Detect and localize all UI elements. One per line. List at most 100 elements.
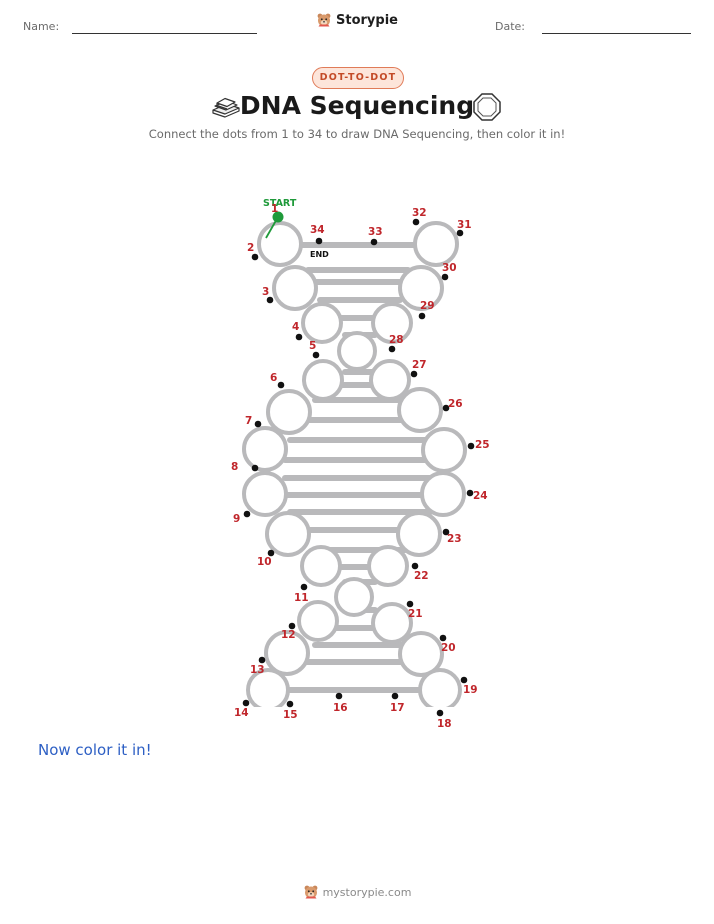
brand-logo: Storypie <box>0 12 714 33</box>
dot-marker[interactable] <box>388 345 396 353</box>
dot-number: 1 <box>271 203 278 215</box>
dot-number: 9 <box>233 513 240 525</box>
dot-marker[interactable] <box>258 656 266 664</box>
dot-23[interactable]: 23 <box>442 528 462 545</box>
dot-34[interactable]: 34 <box>310 224 325 245</box>
dot-marker[interactable] <box>411 562 419 570</box>
dot-22[interactable]: 22 <box>411 562 429 582</box>
dot-11[interactable]: 11 <box>294 583 309 604</box>
dot-marker[interactable] <box>300 583 308 591</box>
dot-28[interactable]: 28 <box>388 334 404 353</box>
dot-8[interactable]: 8 <box>231 461 259 473</box>
dot-marker[interactable] <box>460 676 468 684</box>
dot-number: 34 <box>310 224 325 236</box>
dot-31[interactable]: 31 <box>456 219 472 237</box>
dot-14[interactable]: 14 <box>234 699 250 719</box>
dot-number: 28 <box>389 334 404 346</box>
dot-number: 26 <box>448 398 463 410</box>
dot-10[interactable]: 10 <box>257 549 275 568</box>
dot-number: 30 <box>442 262 457 274</box>
dna-helix-outline <box>240 221 480 719</box>
dot-marker[interactable] <box>242 699 250 707</box>
dot-32[interactable]: 32 <box>412 207 427 226</box>
dot-9[interactable]: 9 <box>233 510 251 525</box>
dot-marker[interactable] <box>266 296 274 304</box>
dot-number: 22 <box>414 570 429 582</box>
bear-mascot-icon <box>304 885 317 899</box>
instructions: Connect the dots from 1 to 34 to draw DN… <box>148 127 566 141</box>
dot-6[interactable]: 6 <box>270 372 285 389</box>
dot-4[interactable]: 4 <box>292 321 303 341</box>
dot-25[interactable]: 25 <box>467 439 490 451</box>
dot-15[interactable]: 15 <box>283 700 298 721</box>
dot-marker[interactable] <box>295 333 303 341</box>
footer-url[interactable]: mystorypie.com <box>322 885 412 899</box>
dot-7[interactable]: 7 <box>245 415 262 428</box>
dot-5[interactable]: 5 <box>309 340 320 359</box>
dot-marker[interactable] <box>412 218 420 226</box>
dot-number: 33 <box>368 226 383 238</box>
dot-marker[interactable] <box>456 229 464 237</box>
dot-marker[interactable] <box>418 312 426 320</box>
dot-2[interactable]: 2 <box>247 242 259 261</box>
dot-21[interactable]: 21 <box>406 600 423 620</box>
dot-number: 24 <box>473 490 488 502</box>
brand-name: Storypie <box>336 12 398 28</box>
dot-marker[interactable] <box>441 273 449 281</box>
dot-33[interactable]: 33 <box>368 226 383 246</box>
dot-27[interactable]: 27 <box>410 359 427 378</box>
dot-number: 20 <box>441 642 456 654</box>
dot-marker[interactable] <box>312 351 320 359</box>
date-line[interactable] <box>542 33 691 34</box>
dot-29[interactable]: 29 <box>418 300 435 320</box>
dot-number: 31 <box>457 219 472 231</box>
dot-26[interactable]: 26 <box>442 398 463 412</box>
dot-marker[interactable] <box>277 381 285 389</box>
dot-marker[interactable] <box>315 237 323 245</box>
dot-marker[interactable] <box>406 600 414 608</box>
dot-marker[interactable] <box>410 370 418 378</box>
dot-marker[interactable] <box>254 420 262 428</box>
dot-17[interactable]: 17 <box>390 692 405 714</box>
dot-marker[interactable] <box>267 549 275 557</box>
dot-19[interactable]: 19 <box>460 676 478 696</box>
dot-number: 27 <box>412 359 427 371</box>
dot-number: 23 <box>447 533 462 545</box>
dot-number: 13 <box>250 664 265 676</box>
dot-marker[interactable] <box>442 404 450 412</box>
dot-marker[interactable] <box>251 464 259 472</box>
dot-marker[interactable] <box>467 442 475 450</box>
dot-13[interactable]: 13 <box>250 656 266 676</box>
dot-marker[interactable] <box>288 622 296 630</box>
dot-12[interactable]: 12 <box>281 622 296 641</box>
dot-number: 12 <box>281 629 296 641</box>
dot-marker[interactable] <box>335 692 343 700</box>
dot-number: 6 <box>270 372 277 384</box>
dot-3[interactable]: 3 <box>262 286 274 304</box>
name-line[interactable] <box>72 33 257 34</box>
dot-marker[interactable] <box>466 489 474 497</box>
dot-marker[interactable] <box>442 528 450 536</box>
dot-marker[interactable] <box>243 510 251 518</box>
dot-marker[interactable] <box>286 700 294 708</box>
dot-marker[interactable] <box>439 634 447 642</box>
dot-marker[interactable] <box>436 709 444 717</box>
dot-number: 32 <box>412 207 427 219</box>
dot-number: 4 <box>292 321 299 333</box>
dot-18[interactable]: 18 <box>436 709 452 730</box>
dot-number: 21 <box>408 608 423 620</box>
dot-number: 17 <box>390 702 405 714</box>
dot-1[interactable]: 1 <box>271 203 278 215</box>
dot-marker[interactable] <box>251 253 259 261</box>
dot-number: 14 <box>234 707 249 719</box>
dot-marker[interactable] <box>391 692 399 700</box>
book-stack-icon <box>212 97 240 118</box>
dot-20[interactable]: 20 <box>439 634 456 654</box>
dot-number: 7 <box>245 415 252 427</box>
dot-number: 16 <box>333 702 348 714</box>
dot-24[interactable]: 24 <box>466 489 488 502</box>
dot-marker[interactable] <box>370 238 378 246</box>
dot-16[interactable]: 16 <box>333 692 348 714</box>
dot-30[interactable]: 30 <box>441 262 457 281</box>
dot-number: 15 <box>283 709 298 721</box>
